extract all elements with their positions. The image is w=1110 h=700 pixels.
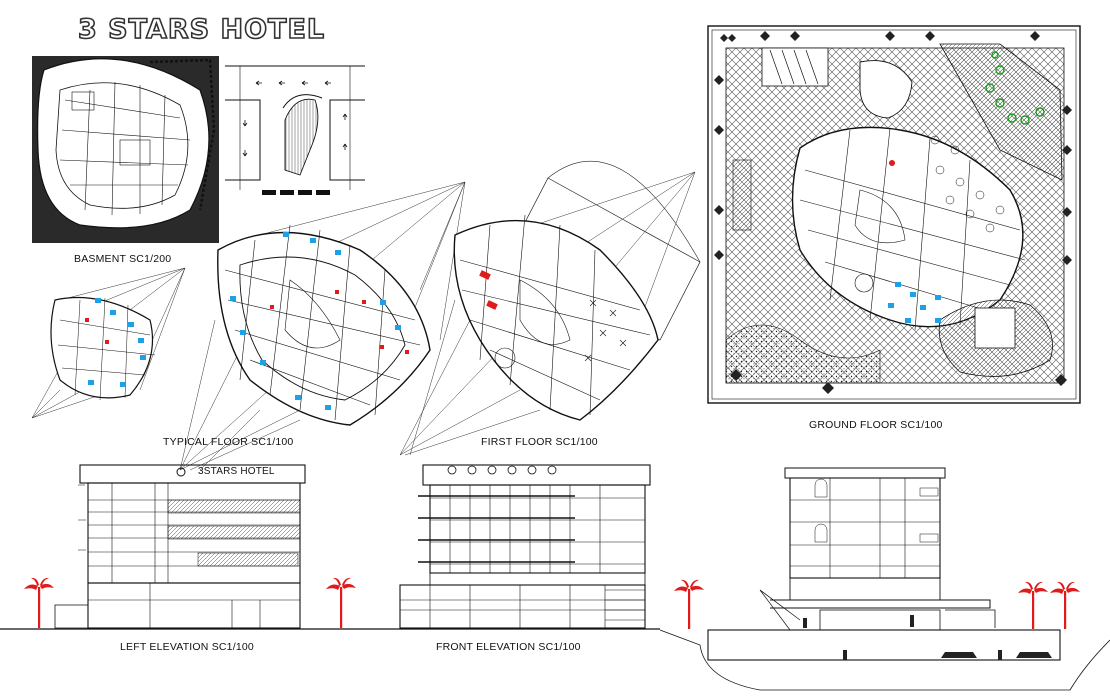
basement-label: BASMENT SC1/200 xyxy=(74,253,172,265)
first-floor-plan xyxy=(399,160,701,456)
front-elevation xyxy=(399,464,651,629)
palm-tree-icons xyxy=(714,31,1072,394)
site-location-plan xyxy=(225,65,365,195)
left-elevation-label: LEFT ELEVATION SC1/100 xyxy=(120,641,254,653)
small-perspective-plan xyxy=(31,267,186,419)
basement-plan xyxy=(32,56,219,243)
typical-floor-plan xyxy=(179,181,466,471)
typical-floor-label: TYPICAL FLOOR SC1/100 xyxy=(163,436,294,448)
drawing-title: 3 STARS HOTEL xyxy=(77,13,326,46)
front-elevation-label: FRONT ELEVATION SC1/100 xyxy=(436,641,581,653)
first-floor-label: FIRST FLOOR SC1/100 xyxy=(481,436,598,448)
left-elevation xyxy=(54,464,306,629)
ground-floor-plan xyxy=(707,25,1081,404)
ground-floor-label: GROUND FLOOR SC1/100 xyxy=(809,419,943,431)
facade-sign: 3STARS HOTEL xyxy=(198,466,275,477)
palm-tree-elevation-icons xyxy=(24,577,1080,629)
building-section xyxy=(659,467,1110,691)
